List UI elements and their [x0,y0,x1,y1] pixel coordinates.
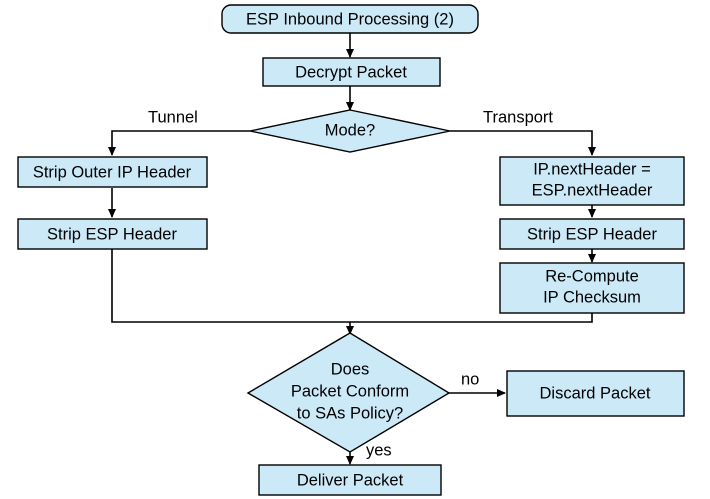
deliver-packet-shape [258,464,442,496]
node-start[interactable]: ESP Inbound Processing (2) [221,4,479,34]
node-deliver-packet[interactable]: Deliver Packet [258,464,442,496]
conform-decision-label-line1: Does [331,360,370,378]
discard-packet-shape [506,370,685,417]
node-next-header-assign[interactable]: IP.nextHeader = ESP.nextHeader [499,156,685,206]
edge-mode-tunnel-to-strip-outer-ip [108,130,250,156]
node-mode-decision[interactable]: Mode? [249,109,451,153]
mode-decision-shape [249,109,451,153]
strip-esp-header-left-shape [17,218,208,250]
conform-decision-label-line2: Packet Conform [291,382,409,400]
edge-label-tunnel: Tunnel [148,108,198,126]
node-strip-esp-header-right[interactable]: Strip ESP Header [499,218,685,250]
start-label: ESP Inbound Processing (2) [246,10,454,28]
edge-label-transport: Transport [483,108,553,126]
conform-decision-shape [246,332,451,453]
next-header-assign-shape [499,156,685,206]
recompute-ip-checksum-label-line1: Re-Compute [545,267,639,285]
strip-esp-header-left-label: Strip ESP Header [47,225,177,243]
strip-esp-header-right-label: Strip ESP Header [527,225,657,243]
edge-label-no: no [461,370,479,388]
node-strip-outer-ip-header[interactable]: Strip Outer IP Header [17,156,208,188]
decrypt-packet-shape [262,57,441,87]
next-header-assign-label-line1: IP.nextHeader = [533,160,651,178]
start-terminator-shape [221,4,479,34]
node-discard-packet[interactable]: Discard Packet [506,370,685,417]
deliver-packet-label: Deliver Packet [297,471,404,489]
edge-right-branch-merge [350,313,593,323]
node-conform-decision[interactable]: Does Packet Conform to SAs Policy? [246,332,451,453]
edge-mode-transport-to-next-header [450,130,596,156]
recompute-ip-checksum-label-line2: IP Checksum [543,288,641,306]
node-strip-esp-header-left[interactable]: Strip ESP Header [17,218,208,250]
connectors [108,33,596,465]
edge-label-yes: yes [366,441,392,459]
next-header-assign-label-line2: ESP.nextHeader [532,181,653,199]
node-decrypt-packet[interactable]: Decrypt Packet [262,57,441,87]
strip-outer-ip-header-label: Strip Outer IP Header [33,163,192,181]
strip-esp-header-right-shape [499,218,685,250]
decrypt-packet-label: Decrypt Packet [295,63,407,81]
strip-outer-ip-header-shape [17,156,208,188]
conform-decision-label-line3: to SAs Policy? [297,404,403,422]
mode-decision-label: Mode? [325,121,375,139]
edge-left-branch-merge [111,249,350,323]
node-recompute-ip-checksum[interactable]: Re-Compute IP Checksum [499,262,685,314]
recompute-ip-checksum-shape [499,262,685,314]
discard-packet-label: Discard Packet [540,384,651,402]
